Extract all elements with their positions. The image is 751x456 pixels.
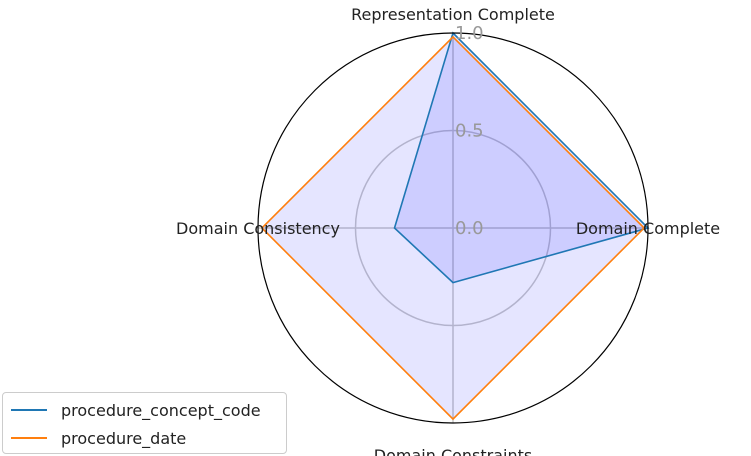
axis-label-3: Domain Consistency [176,219,340,238]
outer-frame-circle [257,32,649,424]
legend-swatch-0 [11,409,47,411]
series-fill-0 [394,33,648,283]
r-tick-label-2: 1.0 [455,23,484,44]
legend-item-0: procedure_concept_code [11,399,261,421]
legend-swatch-1 [11,437,47,439]
axis-label-0: Representation Complete [351,5,555,24]
legend-label-0: procedure_concept_code [61,400,261,420]
r-tick-label-1: 0.5 [455,121,484,142]
r-tick-label-0: 0.0 [455,218,484,239]
radar-series [257,31,650,424]
legend-item-1: procedure_date [11,427,186,449]
axis-label-2: Domain Constraints [374,446,532,456]
radar-grid [258,33,648,423]
legend-label-1: procedure_date [61,428,187,448]
legend: procedure_concept_code procedure_date [2,392,287,454]
series-line-1 [260,35,646,421]
series-line-0 [393,31,650,284]
axis-label-1: Domain Complete [576,219,720,238]
